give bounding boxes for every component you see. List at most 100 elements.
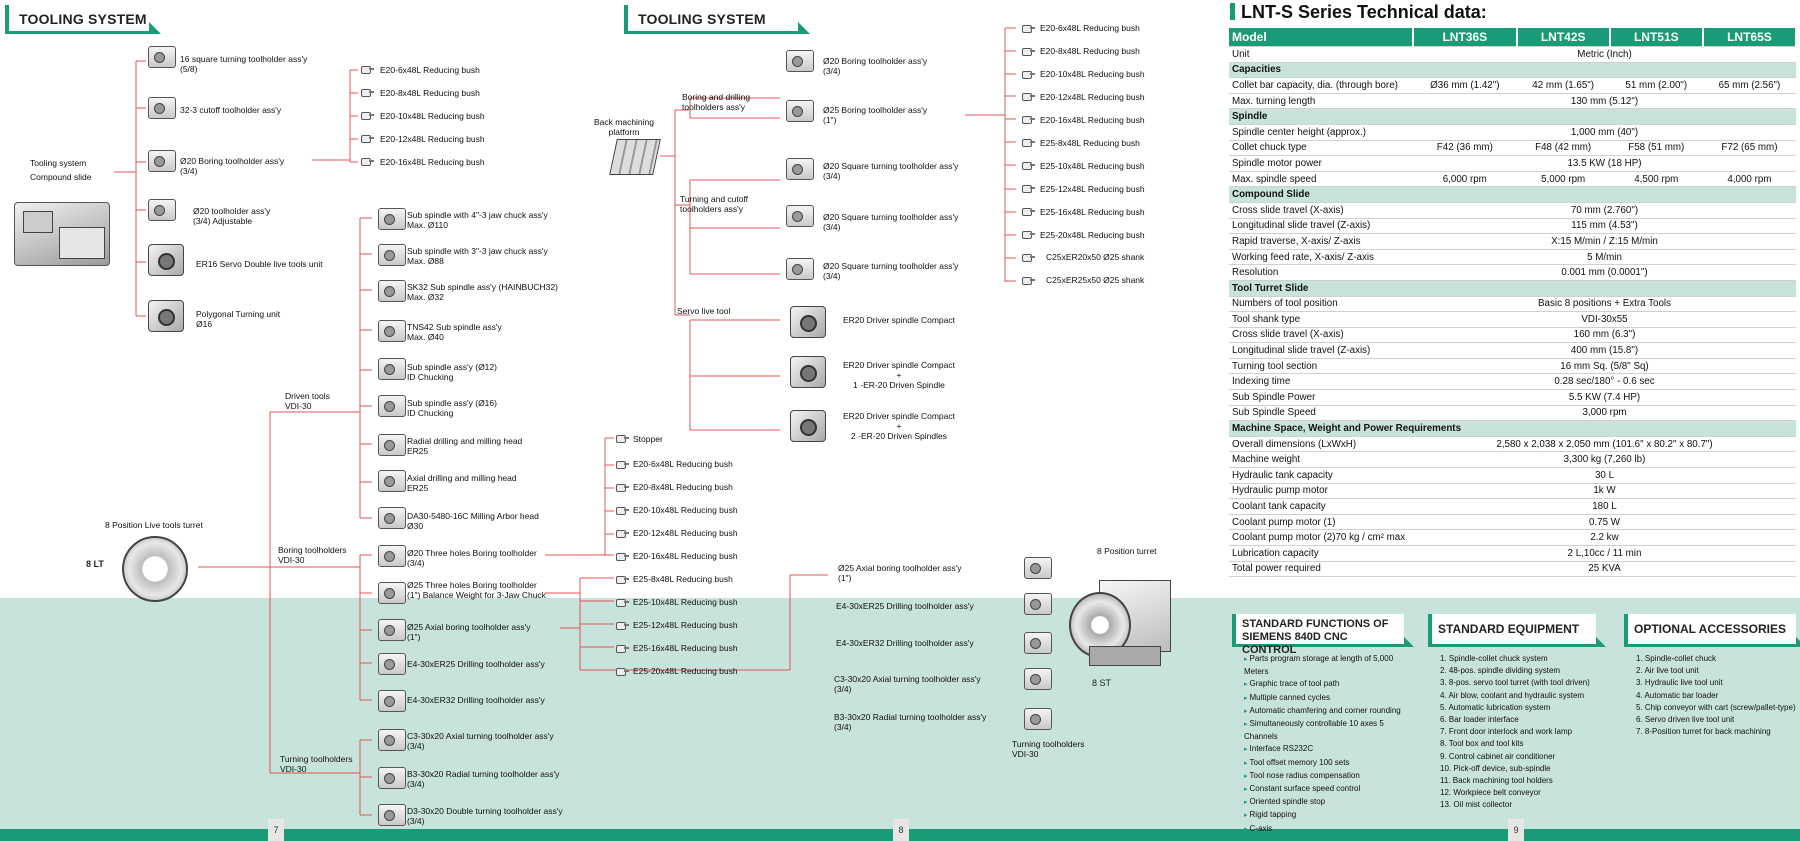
turning-toolholder-icon [378,767,406,789]
right-bush-5: E20-16x48L Reducing bush [1040,115,1145,125]
spec-value: Ø36 mm (1.42") [1413,77,1517,94]
turret-base [1089,646,1161,666]
spec-col-model: Model [1229,28,1414,47]
reducing-bush-icon [616,483,629,492]
reducing-bush-icon [1022,207,1035,216]
spec-value: 4,500 rpm [1609,171,1703,188]
boring-drill-item-1: Ø20 Boring toolholder ass'y (3/4) [823,56,928,76]
left-bush-4: E20-12x48L Reducing bush [380,134,485,144]
standard-functions-title: STANDARD FUNCTIONS OF SIEMENS 840D CNC C… [1242,618,1389,656]
toolholder-icon [1024,593,1052,615]
driven-item-3: SK32 Sub spindle ass'y (HAINBUCH32) Max.… [407,282,558,302]
spec-key: Coolant tank capacity [1229,498,1413,515]
lower-item-5: B3-30x20 Radial turning toolholder ass'y… [834,712,987,732]
equipment-item: 7. Front door interlock and work lamp [1440,727,1573,737]
standard-equipment-title: STANDARD EQUIPMENT [1438,622,1580,636]
spec-value: 0.75 W [1413,514,1796,531]
compound-title: Tooling system [30,158,87,168]
reducing-bush-icon [1022,230,1035,239]
spec-section-row: Spindle [1229,108,1796,125]
spec-key: Sub Spindle Power [1229,389,1413,406]
spec-section-row: Machine Space, Weight and Power Requirem… [1229,420,1796,437]
spec-title: LNT-S Series Technical data: [1230,2,1487,23]
reducing-bush-icon [616,667,629,676]
toolholder-icon [148,46,176,68]
accessory-item: 7. 8-Position turret for back machining [1636,727,1771,737]
mid-bush-e20-4: E20-12x48L Reducing bush [633,528,738,538]
boring-item-1: Ø20 Three holes Boring toolholder (3/4) [407,548,537,568]
servo-item-3: ER20 Driver spindle Compact + 2 -ER-20 D… [843,411,955,441]
toolholder-icon [1024,708,1052,730]
spec-value: F42 (36 mm) [1413,140,1517,157]
back-platform-label: Back machining platform [594,117,655,137]
spec-key: Cross slide travel (X-axis) [1229,327,1413,344]
mid-bush-e20-3: E20-10x48L Reducing bush [633,505,738,515]
spec-row: Overall dimensions (LxWxH)2,580 x 2,038 … [1229,436,1796,453]
spec-key: Indexing time [1229,373,1413,391]
page-number-right: 9 [1508,819,1524,841]
driven-item-2: Sub spindle with 3"-3 jaw chuck ass'y Ma… [407,246,548,266]
live-tools-turret-image [122,536,188,602]
standard-functions-box: STANDARD FUNCTIONS OF SIEMENS 840D CNC C… [1232,614,1414,836]
reducing-bush-icon [616,644,629,653]
square-turning-toolholder-icon [786,158,814,180]
spec-value: F58 (51 mm) [1609,140,1703,157]
turret8-group-label: Turning toolholders VDI-30 [1012,739,1085,759]
equipment-item: 13. Oil mist collector [1440,800,1513,810]
spec-section-label: Capacities [1229,62,1796,79]
stopper-icon [616,434,629,443]
right-bush-7: E25-10x48L Reducing bush [1040,161,1145,171]
spec-value: 4,000 rpm [1702,171,1796,188]
driven-item-9: DA30-5480-16C Milling Arbor head Ø30 [407,511,539,531]
compound-item-5: ER16 Servo Double live tools unit [196,259,323,269]
standard-equipment-header: STANDARD EQUIPMENT [1428,614,1606,647]
toolholder-icon [1024,557,1052,579]
compound-item-1: 16 square turning toolholder ass'y (5/8) [180,54,308,74]
boring-item-4: E4-30xER25 Drilling toolholder ass'y [407,659,545,669]
mid-bush-e20-2: E20-8x48L Reducing bush [633,482,733,492]
equipment-item: 4. Air blow, coolant and hydraulic syste… [1440,690,1585,700]
boring-toolholder-icon [786,100,814,122]
servo-item-2: ER20 Driver spindle Compact + 1 -ER-20 D… [843,360,955,390]
left-bush-1: E20-6x48L Reducing bush [380,65,480,75]
function-item: C-axis [1244,823,1404,836]
reducing-bush-icon [1022,184,1035,193]
spec-value: 5,000 rpm [1516,171,1610,188]
turning-cutoff-item-3: Ø20 Square turning toolholder ass'y (3/4… [823,261,959,281]
right-bush-8: E25-12x48L Reducing bush [1040,184,1145,194]
lower-item-2: E4-30xER25 Drilling toolholder ass'y [836,601,974,611]
spec-key: Total power required [1229,561,1413,578]
accessory-item: 5. Chip conveyor with cart (screw/pallet… [1636,702,1796,712]
equipment-item: 8. Tool box and tool kits [1440,739,1524,749]
spec-key: Coolant pump motor (1) [1229,514,1413,531]
spec-value: 160 mm (6.3") [1413,327,1796,344]
reducing-bush-icon [1022,47,1035,56]
spec-key: Numbers of tool position [1229,296,1413,313]
cutoff-toolholder-icon [148,97,176,119]
spec-value: 5.5 KW (7.4 HP) [1413,389,1796,406]
page-number-middle: 8 [893,819,909,841]
function-item: Constant surface speed control [1244,783,1404,796]
lower-item-3: E4-30xER32 Drilling toolholder ass'y [836,638,974,648]
turning-toolholder-icon [378,804,406,826]
spec-row: Spindle center height (approx.)1,000 mm … [1229,124,1796,141]
spec-key: Collet bar capacity, dia. (through bore) [1229,77,1413,94]
turning-item-2: B3-30x20 Radial turning toolholder ass'y… [407,769,560,789]
mid-bush-e25-5: E25-20x48L Reducing bush [633,666,738,676]
stopper-label: Stopper [633,434,663,444]
boring-toolholder-icon [786,50,814,72]
reducing-bush-icon [616,506,629,515]
spec-value: 3,000 rpm [1413,405,1796,422]
turning-group-label: Turning toolholders VDI-30 [280,754,353,774]
left-bush-5: E20-16x48L Reducing bush [380,157,485,167]
spec-value: 65 mm (2.56") [1702,77,1796,94]
